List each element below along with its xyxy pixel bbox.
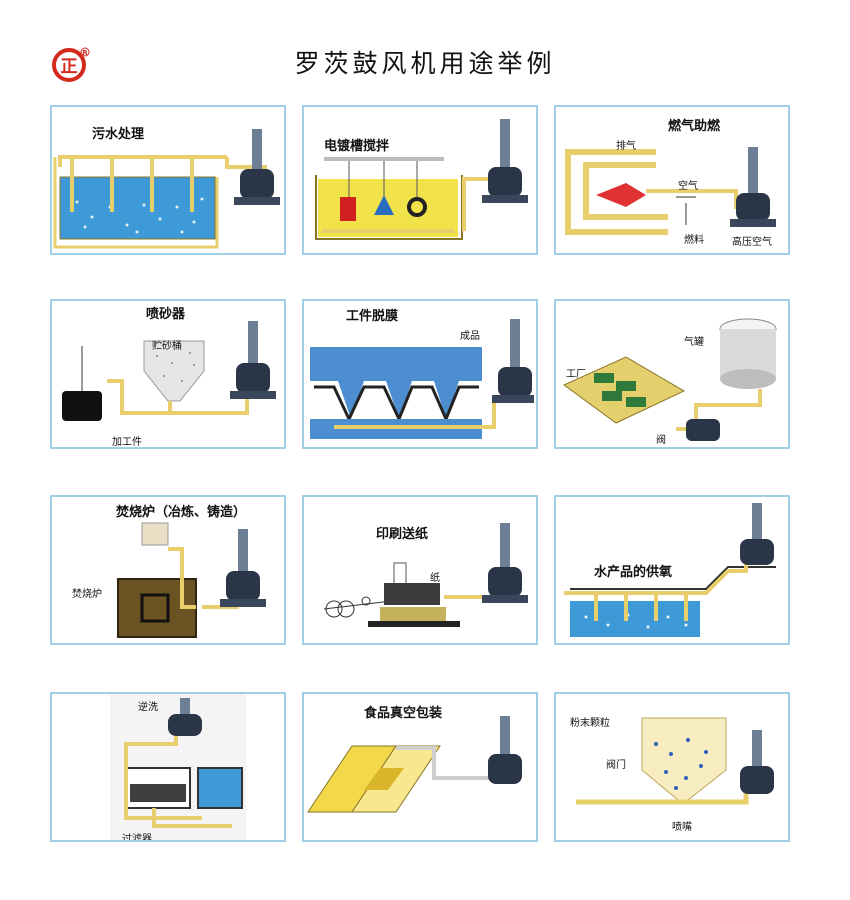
panel-title: 电镀槽搅拌 (324, 139, 390, 154)
panel-sandblaster: 喷砂器 贮砂桶 加工件 (50, 299, 286, 449)
panel-food-vacuum-packaging: 食品真空包装 (302, 692, 538, 842)
panel-title: 喷砂器 (146, 307, 186, 322)
label-nozzle: 喷嘴 (672, 822, 692, 833)
label-sand-tank: 贮砂桶 (152, 341, 182, 352)
label-air-tank: 气罐 (684, 337, 704, 348)
label-high-pressure-air: 高压空气 (732, 237, 772, 248)
brand-logo-icon: 正 R (52, 47, 90, 82)
panel-title: 污水处理 (92, 127, 145, 142)
label-workpiece: 加工件 (112, 437, 142, 448)
label-incinerator: 焚烧炉 (72, 589, 102, 600)
panel-title: 印刷送纸 (376, 527, 429, 542)
page-title: 罗茨鼓风机用途举例 (294, 49, 556, 78)
label-exhaust: 排气 (616, 141, 636, 152)
label-paper: 纸 (430, 573, 440, 584)
svg-text:正: 正 (61, 57, 78, 77)
panel-powder-conveying: 粉末颗粒 阀门 喷嘴 (554, 692, 790, 842)
label-factory: 工厂 (566, 369, 586, 380)
label-air: 空气 (678, 181, 698, 192)
label-backwash: 逆洗 (138, 702, 158, 713)
label-finished-product: 成品 (460, 331, 480, 342)
panel-plating-tank-agitation: 电镀槽搅拌 (302, 105, 538, 255)
panel-workpiece-demolding: 工件脱膜 成品 (302, 299, 538, 449)
panel-factory-air-tank: 气罐 工厂 阀 (554, 299, 790, 449)
panel-sewage-treatment: 污水处理 (50, 105, 286, 255)
panel-title: 焚烧炉（冶炼、铸造） (116, 505, 247, 520)
label-valve-gate: 阀门 (606, 760, 626, 771)
panel-title: 食品真空包装 (364, 706, 443, 721)
label-filter: 过滤器 (122, 834, 152, 842)
panel-aquaculture-oxygen: 水产品的供氧 (554, 495, 790, 645)
label-valve: 阀 (656, 435, 666, 446)
panel-title: 燃气助燃 (668, 119, 721, 134)
panel-incinerator: 焚烧炉（冶炼、铸造） 焚烧炉 (50, 495, 286, 645)
panel-title: 工件脱膜 (346, 309, 399, 324)
panel-printing-paper-feed: 印刷送纸 纸 (302, 495, 538, 645)
label-fuel: 燃料 (684, 235, 704, 246)
panel-title: 水产品的供氧 (594, 565, 673, 580)
panel-gas-combustion: 燃气助燃 排气 空气 燃料 高压空气 (554, 105, 790, 255)
svg-text:R: R (82, 49, 88, 57)
label-powder-granules: 粉末颗粒 (570, 718, 610, 729)
panel-backwash-filter: 逆洗 过滤器 (50, 692, 286, 842)
